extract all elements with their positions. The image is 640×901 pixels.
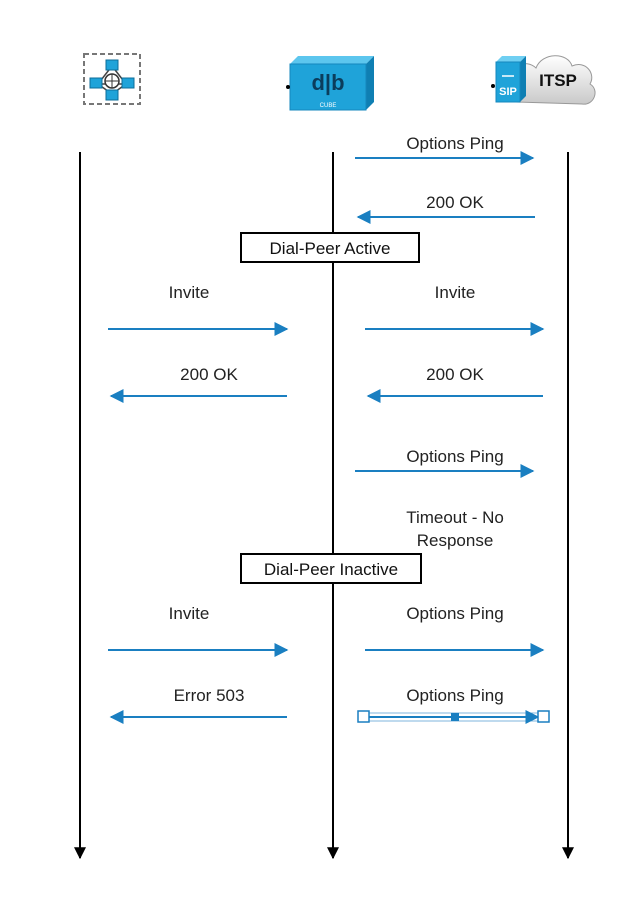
state-label: Dial-Peer Active <box>270 239 391 258</box>
connector-start-handle[interactable] <box>357 710 370 723</box>
message-label: Invite <box>169 283 210 302</box>
state-label: Dial-Peer Inactive <box>264 560 398 579</box>
state-box-active: Dial-Peer Active <box>240 232 420 263</box>
connector-mid-handle[interactable] <box>451 713 459 721</box>
itsp-label: ITSP <box>539 71 577 90</box>
sip-label: SIP <box>499 86 517 98</box>
message-label: 200 OK <box>180 365 238 384</box>
message-label: Error 503 <box>174 686 245 705</box>
message-label: Options Ping <box>406 686 503 705</box>
message-label: Options Ping <box>406 604 503 623</box>
timeout-label-line2: Response <box>417 531 494 550</box>
message-label: Options Ping <box>406 134 503 153</box>
message-label: Options Ping <box>406 447 503 466</box>
svg-text:d|b: d|b <box>311 70 344 95</box>
connector-end-handle[interactable] <box>537 710 550 723</box>
message-label: 200 OK <box>426 365 484 384</box>
network-hub-icon <box>83 53 141 105</box>
message-label: Invite <box>169 604 210 623</box>
timeout-label-line1: Timeout - No <box>406 508 504 527</box>
sip-cloud-icon: SIP ITSP <box>491 55 596 105</box>
cube-label: CUBE <box>320 103 337 109</box>
state-box-inactive: Dial-Peer Inactive <box>240 553 422 584</box>
message-label: Invite <box>435 283 476 302</box>
message-label: 200 OK <box>426 193 484 212</box>
selected-connector[interactable] <box>357 710 550 724</box>
router-cube-icon: d|b CUBE <box>286 56 374 111</box>
